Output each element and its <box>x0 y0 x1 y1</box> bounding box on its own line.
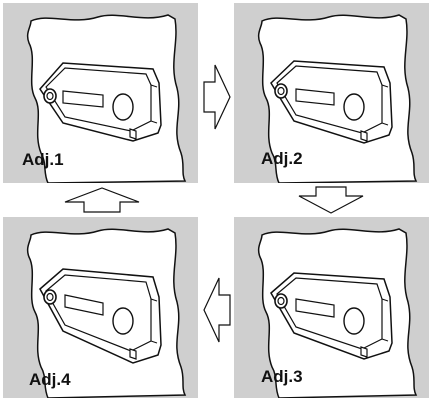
arrow-left-icon <box>203 277 231 343</box>
arrow-right-icon <box>203 64 231 130</box>
car-stereo-illustration <box>26 14 187 183</box>
panel-label-adj-4: Adj.4 <box>29 370 71 389</box>
panel-adj-4: Adj.4 <box>3 217 198 398</box>
panel-label-adj-2: Adj.2 <box>261 149 303 168</box>
arrow-down-icon <box>298 186 364 214</box>
car-stereo-illustration <box>257 14 418 183</box>
car-stereo-illustration <box>257 228 418 398</box>
panel-label-adj-1: Adj.1 <box>22 150 64 169</box>
panel-adj-2: Adj.2 <box>234 3 429 183</box>
arrow-up-icon <box>64 187 140 213</box>
panel-label-adj-3: Adj.3 <box>261 367 303 386</box>
panel-adj-1: Adj.1 <box>3 3 198 183</box>
panel-adj-3: Adj.3 <box>234 217 429 398</box>
car-stereo-illustration <box>26 228 187 398</box>
